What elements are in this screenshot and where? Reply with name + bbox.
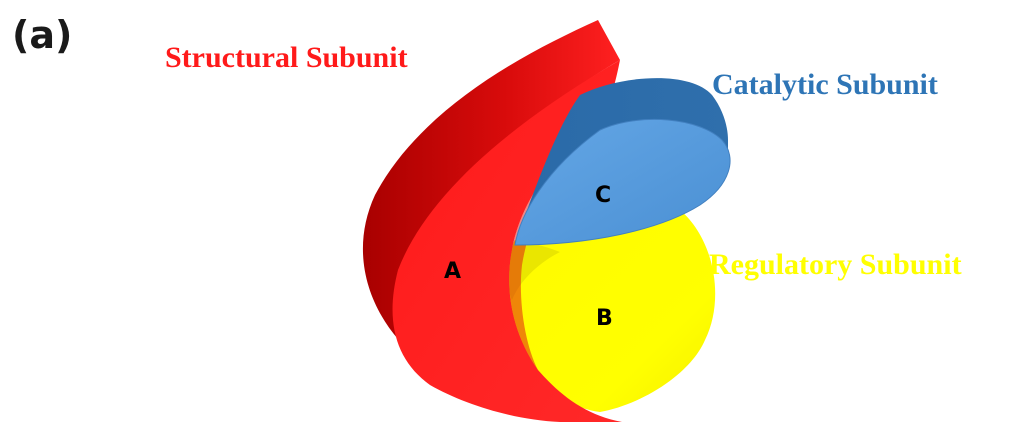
structural-subunit-title: Structural Subunit xyxy=(165,41,408,74)
subunit-c-letter: C xyxy=(595,183,611,208)
catalytic-subunit-shape xyxy=(514,78,731,246)
subunit-b-letter: B xyxy=(596,306,613,331)
panel-label: (a) xyxy=(12,13,73,57)
regulatory-subunit-title: Regulatory Subunit xyxy=(709,248,962,281)
catalytic-subunit-title: Catalytic Subunit xyxy=(712,68,938,101)
subunit-a-letter: A xyxy=(444,259,461,284)
